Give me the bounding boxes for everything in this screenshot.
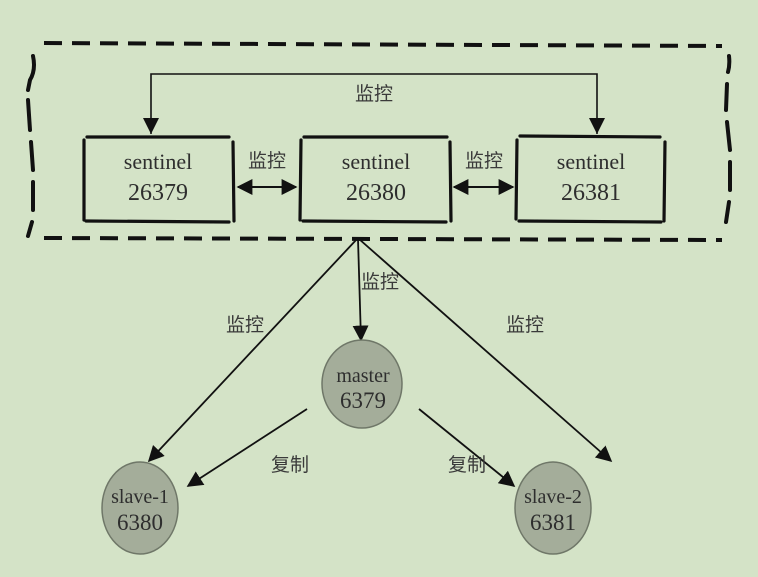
replicate-to-slave2 xyxy=(418,408,516,488)
sentinel-group-boundary xyxy=(26,41,732,242)
slave-port: 6381 xyxy=(530,510,576,535)
slave-node[interactable]: slave-2 6381 xyxy=(514,461,592,555)
s2-s3-monitor-label: 监控 xyxy=(465,150,503,172)
top-monitor-connector xyxy=(143,73,605,134)
monitor-to-slave2-label: 监控 xyxy=(506,314,544,336)
replicate-slave1-label: 复制 xyxy=(271,454,309,476)
monitor-to-master xyxy=(352,238,369,342)
top-monitor-label: 监控 xyxy=(355,83,393,105)
sentinel-port: 26379 xyxy=(128,180,188,206)
replicate-slave2-label: 复制 xyxy=(448,454,486,476)
sentinel-name: sentinel xyxy=(342,149,410,174)
monitor-to-slave1 xyxy=(147,238,358,463)
sentinel-node[interactable]: sentinel 26380 xyxy=(298,135,453,224)
master-port: 6379 xyxy=(340,388,386,413)
s1-s2-monitor-label: 监控 xyxy=(248,150,286,172)
sentinel-node[interactable]: sentinel 26381 xyxy=(514,134,667,224)
replicate-to-slave1 xyxy=(186,408,308,487)
slave-node[interactable]: slave-1 6380 xyxy=(101,461,179,555)
master-node[interactable]: master 6379 xyxy=(321,339,403,429)
master-name: master xyxy=(336,365,390,387)
monitor-to-slave2 xyxy=(358,238,613,463)
slave-name: slave-1 xyxy=(111,486,169,508)
monitor-to-slave1-label: 监控 xyxy=(226,314,264,336)
arrow-head-icon xyxy=(143,118,159,134)
sentinel-name: sentinel xyxy=(557,149,625,174)
slave-port: 6380 xyxy=(117,510,163,535)
slave-name: slave-2 xyxy=(524,486,582,508)
sentinel-name: sentinel xyxy=(124,149,192,174)
sentinel-port: 26381 xyxy=(561,180,621,206)
monitor-to-master-label: 监控 xyxy=(361,271,399,293)
sentinel-node[interactable]: sentinel 26379 xyxy=(82,135,236,224)
arrow-head-icon xyxy=(589,118,605,134)
sentinel-port: 26380 xyxy=(346,180,406,206)
